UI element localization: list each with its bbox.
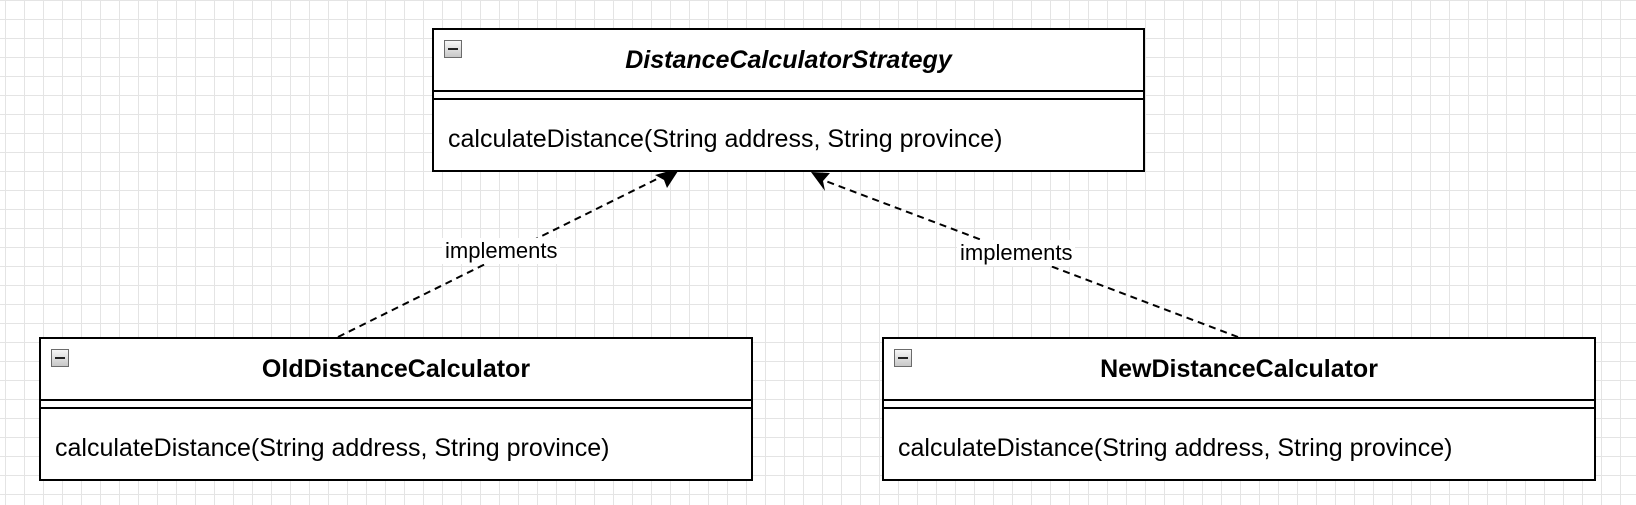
implements-label-old: implements (442, 238, 561, 264)
collapse-icon[interactable] (894, 349, 912, 367)
collapse-icon[interactable] (51, 349, 69, 367)
class-old-distance-calculator[interactable]: OldDistanceCalculator calculateDistance(… (39, 337, 753, 481)
interface-name: DistanceCalculatorStrategy (625, 45, 952, 74)
interface-distance-calculator-strategy[interactable]: DistanceCalculatorStrategy calculateDist… (432, 28, 1145, 172)
class-name: NewDistanceCalculator (1100, 354, 1378, 383)
compartment-divider (434, 90, 1143, 100)
interface-method: calculateDistance(String address, String… (448, 125, 1003, 153)
implements-label-new: implements (957, 240, 1076, 266)
class-method: calculateDistance(String address, String… (898, 434, 1453, 462)
collapse-icon[interactable] (444, 40, 462, 58)
class-method: calculateDistance(String address, String… (55, 434, 610, 462)
class-name: OldDistanceCalculator (261, 354, 531, 383)
compartment-divider (41, 399, 751, 409)
arrowhead-new (811, 172, 830, 191)
compartment-divider (884, 399, 1594, 409)
class-new-distance-calculator[interactable]: NewDistanceCalculator calculateDistance(… (882, 337, 1596, 481)
arrowhead-old (655, 168, 680, 188)
